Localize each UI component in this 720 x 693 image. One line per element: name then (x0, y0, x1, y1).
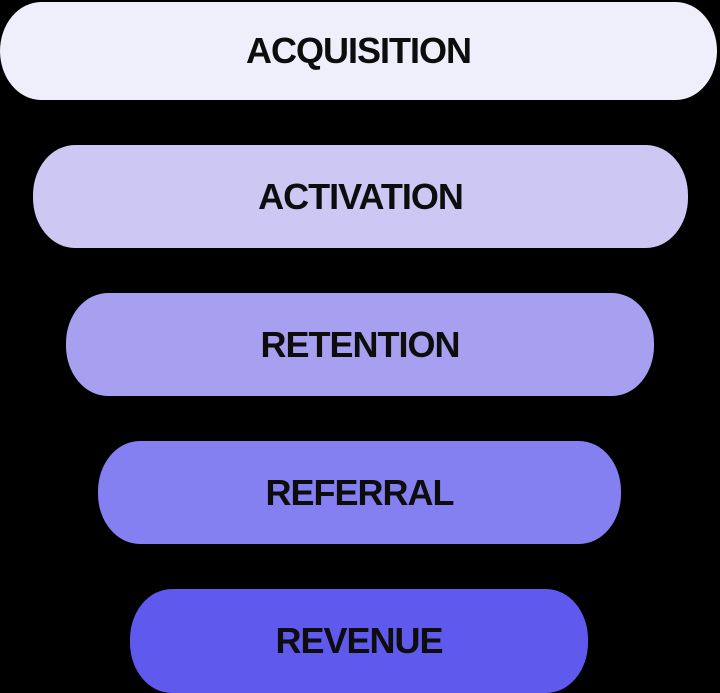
funnel-stage-retention: RETENTION (66, 293, 654, 396)
funnel-stage-acquisition-label: ACQUISITION (245, 30, 472, 71)
funnel-stage-referral: REFERRAL (98, 441, 621, 544)
funnel-stage-acquisition: ACQUISITION (0, 2, 717, 100)
funnel-stage-revenue: REVENUE (130, 589, 588, 693)
funnel-stage-retention-label: RETENTION (260, 323, 460, 365)
funnel-stage-activation-label: ACTIVATION (258, 175, 464, 217)
funnel-stage-activation: ACTIVATION (33, 145, 688, 248)
funnel-stage-revenue-label: REVENUE (275, 620, 443, 661)
funnel-stage-referral-label: REFERRAL (265, 471, 455, 513)
